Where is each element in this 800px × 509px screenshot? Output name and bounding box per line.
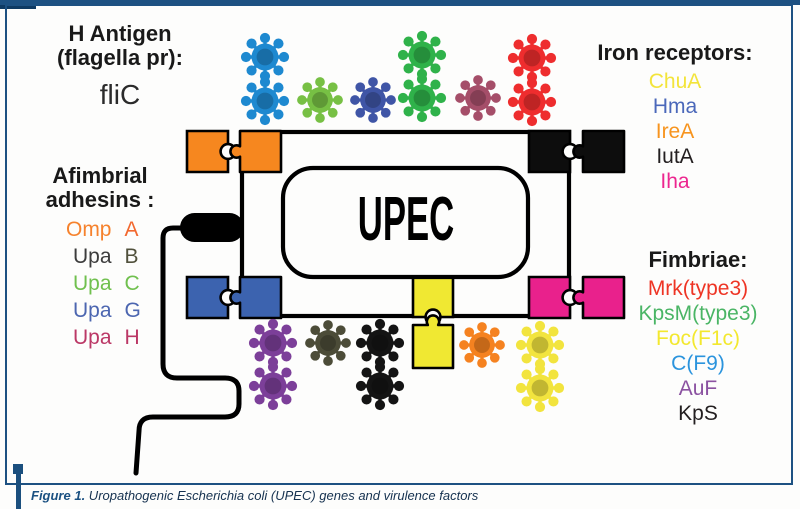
- gear-icon-black-bottom: [355, 361, 405, 411]
- gene-upah-prefix: Upa: [72, 326, 112, 349]
- figure-caption: Figure 1. Uropathogenic Escherichia coli…: [31, 488, 771, 503]
- fimbriae-block: Fimbriae: Mrk(type3) KpsM(type3) Foc(F1c…: [598, 248, 798, 426]
- afimbrial-list: Omp A Upa B Upa C Upa G Upa H: [18, 216, 182, 351]
- flagellum-base-icon: [180, 213, 244, 242]
- caption-label: Figure 1.: [31, 488, 86, 503]
- puzzle-piece-black-inner-icon: [527, 129, 579, 174]
- cell-label: UPEC: [358, 184, 454, 253]
- fimbriae-title: Fimbriae:: [648, 247, 748, 272]
- gene-upab-prefix: Upa: [72, 245, 112, 268]
- gear-icon-blue-top: [240, 32, 290, 82]
- gear-icon-red-top: [507, 33, 557, 83]
- puzzle-piece-blue-outer-icon: [185, 275, 237, 320]
- gear-icon-olive: [305, 320, 351, 366]
- iron-receptors-block: Iron receptors: ChuA Hma IreA IutA Iha: [575, 41, 775, 194]
- fimbriae-list: Mrk(type3) KpsM(type3) Foc(F1c) C(F9) Au…: [598, 276, 798, 426]
- afimbrial-title-line1: Afimbrial: [52, 163, 148, 188]
- iron-receptors-list: ChuA Hma IreA IutA Iha: [575, 69, 775, 194]
- caption-text: Uropathogenic Escherichia coli (UPEC) ge…: [85, 488, 479, 503]
- gear-icon-maroon: [455, 75, 501, 121]
- gear-icon-black-top: [355, 318, 405, 368]
- gear-icon-yellow-top: [515, 320, 565, 370]
- caption-marker-square: [13, 464, 23, 474]
- puzzle-piece-magenta-inner-icon: [527, 275, 579, 320]
- gene-hma: Hma: [652, 95, 698, 118]
- puzzle-piece-black-outer-icon: [572, 129, 626, 174]
- upec-diagram: UPEC: [133, 30, 626, 476]
- gear-icon-indigo: [350, 77, 396, 123]
- gear-icon-lightgreen: [297, 77, 343, 123]
- gear-icon-orange: [459, 322, 505, 368]
- gene-ompa-suffix: A: [124, 218, 139, 241]
- puzzle-piece-orange-outer-icon: [185, 129, 237, 174]
- puzzle-piece-magenta-outer-icon: [572, 275, 626, 320]
- gene-cf9: C(F9): [671, 352, 725, 375]
- gene-foc: Foc(F1c): [656, 327, 740, 350]
- gear-icon-blue-bottom: [240, 76, 290, 126]
- h-antigen-gene-flic: fliC: [99, 79, 141, 110]
- gene-auf: AuF: [678, 377, 718, 400]
- gene-iha: Iha: [660, 170, 690, 193]
- gene-iuta: IutA: [656, 145, 694, 168]
- h-antigen-block: H Antigen (flagella pr): fliC: [30, 22, 210, 110]
- gene-mrk: Mrk(type3): [647, 277, 749, 300]
- gene-kps: KpS: [678, 402, 718, 425]
- afimbrial-adhesins-block: Afimbrial adhesins : Omp A Upa B Upa C U…: [18, 164, 182, 351]
- figure-border: [5, 4, 793, 485]
- gene-upab: Upa B: [18, 243, 182, 270]
- gene-upac: Upa C: [18, 270, 182, 297]
- iron-receptors-title: Iron receptors:: [597, 40, 753, 65]
- gene-kpsm: KpsM(type3): [638, 302, 758, 325]
- gene-upah-suffix: H: [124, 326, 140, 349]
- cell-label-capsule: [280, 165, 531, 280]
- gene-irea: IreA: [655, 120, 695, 143]
- h-antigen-title-line2: (flagella pr):: [57, 45, 183, 70]
- gear-icon-purple-top: [248, 318, 298, 368]
- gene-ompa: Omp A: [18, 216, 182, 243]
- puzzle-piece-yellow-hanging-icon: [411, 314, 455, 370]
- flagellum-tail-icon: [133, 225, 242, 476]
- gene-upac-prefix: Upa: [72, 272, 112, 295]
- top-accent-bar: [0, 0, 800, 5]
- gear-icon-yellow-bottom: [515, 363, 565, 413]
- puzzle-piece-blue-inner-icon: [229, 275, 283, 320]
- gene-upab-suffix: B: [124, 245, 139, 268]
- gene-upag-prefix: Upa: [72, 299, 112, 322]
- h-antigen-title-line1: H Antigen: [68, 21, 172, 46]
- gear-icon-red-bottom: [507, 77, 557, 127]
- gene-upag-suffix: G: [124, 299, 141, 322]
- gene-chua: ChuA: [648, 70, 702, 93]
- gene-upah: Upa H: [18, 324, 182, 351]
- caption-marker-bar: [16, 473, 21, 509]
- afimbrial-title-line2: adhesins :: [45, 187, 155, 212]
- gear-icon-green-top: [397, 30, 447, 80]
- gene-ompa-prefix: Omp: [65, 218, 112, 241]
- gear-icon-purple-bottom: [248, 361, 298, 411]
- gene-upag: Upa G: [18, 297, 182, 324]
- puzzle-piece-orange-inner-icon: [229, 129, 283, 174]
- gene-upac-suffix: C: [124, 272, 140, 295]
- gear-icon-green-bottom: [397, 73, 447, 123]
